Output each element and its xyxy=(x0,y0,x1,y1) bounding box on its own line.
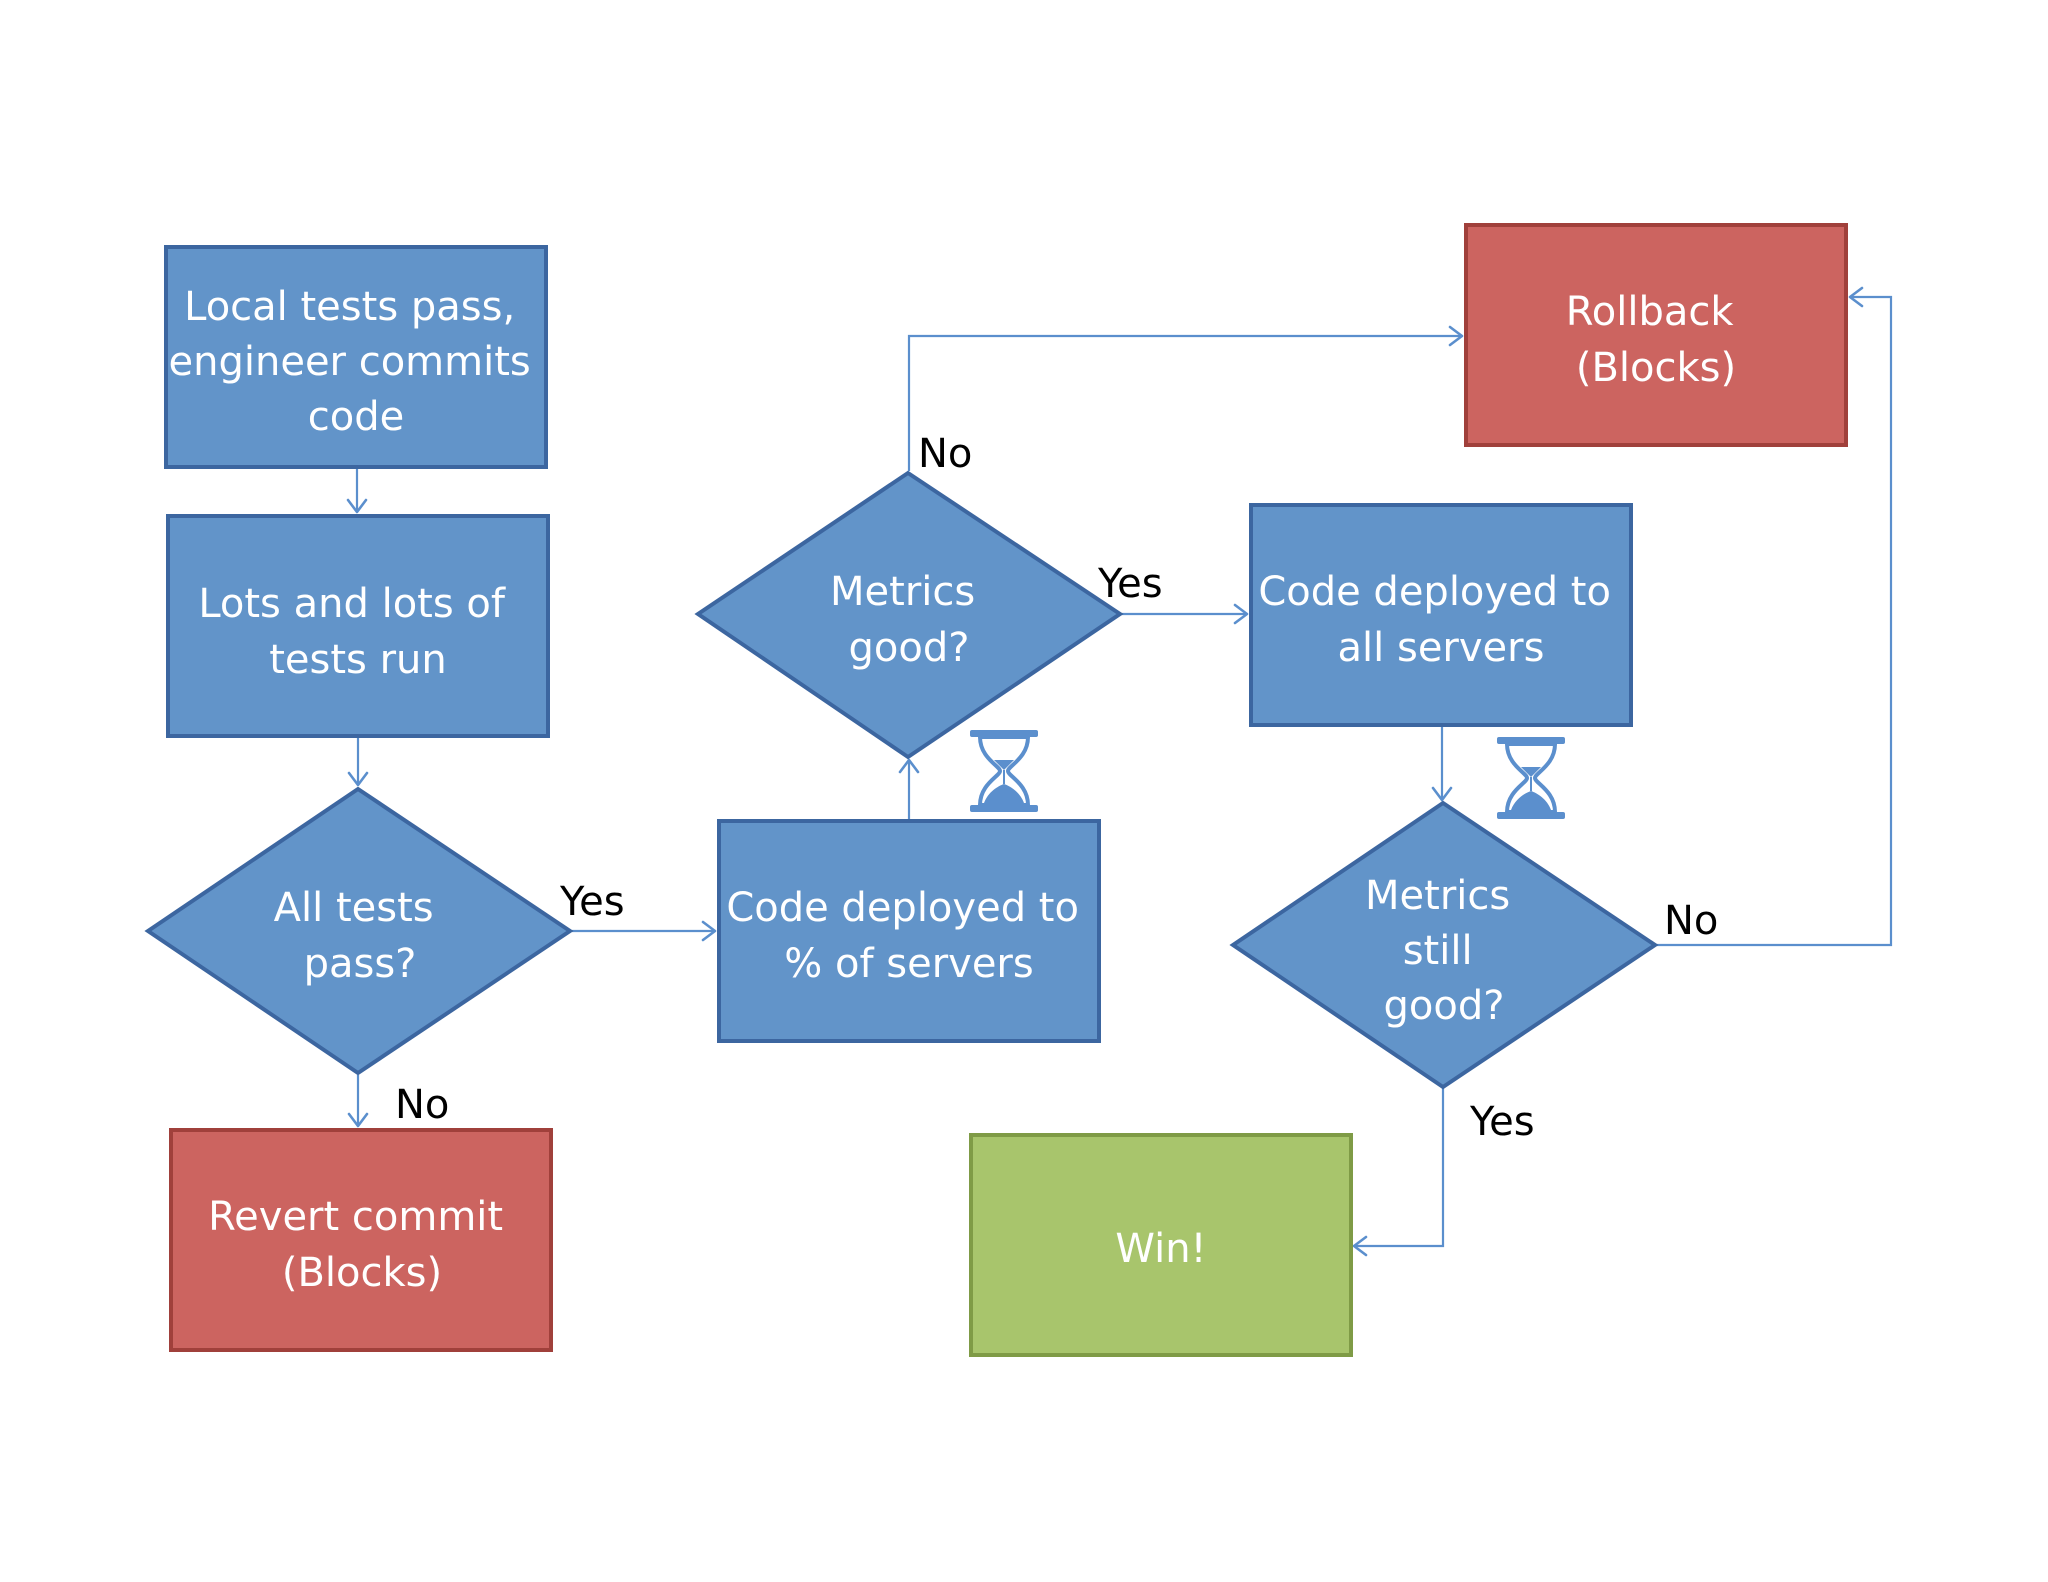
node-rollback-label: Rollback (Blocks) xyxy=(1566,289,1746,391)
hourglass-icon xyxy=(970,730,1038,812)
hourglass-icon xyxy=(1497,737,1565,819)
label-all-tests-no: No xyxy=(395,1082,449,1128)
arrowhead xyxy=(1448,325,1464,347)
label-metrics-no: No xyxy=(918,431,972,477)
node-tests-run: Lots and lots of tests run xyxy=(166,514,550,738)
arrowhead xyxy=(1233,603,1249,625)
node-all-tests-pass-diamond xyxy=(144,786,574,1076)
node-metrics-good-diamond xyxy=(694,470,1124,760)
label-metrics-yes: Yes xyxy=(1097,561,1163,607)
node-metrics-good: Metrics good? xyxy=(694,470,1124,760)
node-win: Win! xyxy=(969,1133,1353,1357)
arrowhead xyxy=(1352,1235,1368,1257)
node-deployed-percent-box xyxy=(717,819,1101,1043)
node-revert-commit-box xyxy=(169,1128,553,1352)
arrowhead xyxy=(898,758,920,774)
node-rollback-box xyxy=(1464,223,1848,447)
node-all-tests-pass: All tests pass? xyxy=(144,786,574,1076)
node-local-tests-label: Local tests pass, engineer commits code xyxy=(169,284,544,440)
node-revert-commit-label: Revert commit (Blocks) xyxy=(208,1194,516,1296)
node-deployed-percent-label: Code deployed to % of servers xyxy=(726,885,1091,987)
node-local-tests-box xyxy=(164,245,548,469)
label-still-good-no: No xyxy=(1664,898,1718,944)
node-win-label: Win! xyxy=(1115,1226,1206,1272)
node-metrics-still-good: Metrics still good? xyxy=(1229,800,1659,1090)
node-deployed-all-box xyxy=(1249,503,1633,727)
label-still-good-yes: Yes xyxy=(1469,1099,1535,1145)
edge-still-good-to-rollback xyxy=(1656,295,1893,947)
node-deployed-all: Code deployed to all servers xyxy=(1249,503,1633,727)
node-metrics-good-label: Metrics good? xyxy=(830,569,988,671)
node-local-tests: Local tests pass, engineer commits code xyxy=(164,245,548,469)
node-win-box xyxy=(969,1133,1353,1357)
arrowhead xyxy=(1848,286,1864,308)
edge-labels: Yes No Yes No No Yes xyxy=(395,431,1718,1145)
node-deployed-percent: Code deployed to % of servers xyxy=(717,819,1101,1043)
node-deployed-all-label: Code deployed to all servers xyxy=(1258,569,1623,671)
node-metrics-still-good-diamond xyxy=(1229,800,1659,1090)
node-all-tests-pass-label: All tests pass? xyxy=(274,885,447,987)
node-metrics-still-good-label: Metrics still good? xyxy=(1365,873,1523,1029)
arrowhead xyxy=(347,771,369,787)
node-revert-commit: Revert commit (Blocks) xyxy=(169,1128,553,1352)
edges xyxy=(346,286,1893,1257)
node-rollback: Rollback (Blocks) xyxy=(1464,223,1848,447)
edge-metrics-to-rollback xyxy=(907,334,1462,471)
node-tests-run-label: Lots and lots of tests run xyxy=(198,581,517,683)
node-tests-run-box xyxy=(166,514,550,738)
edge-still-good-to-win xyxy=(1354,1087,1445,1248)
arrowhead xyxy=(1431,786,1453,802)
label-all-tests-yes: Yes xyxy=(559,879,625,925)
arrowhead xyxy=(701,920,717,942)
arrowhead xyxy=(346,498,368,514)
arrowhead xyxy=(347,1112,369,1128)
